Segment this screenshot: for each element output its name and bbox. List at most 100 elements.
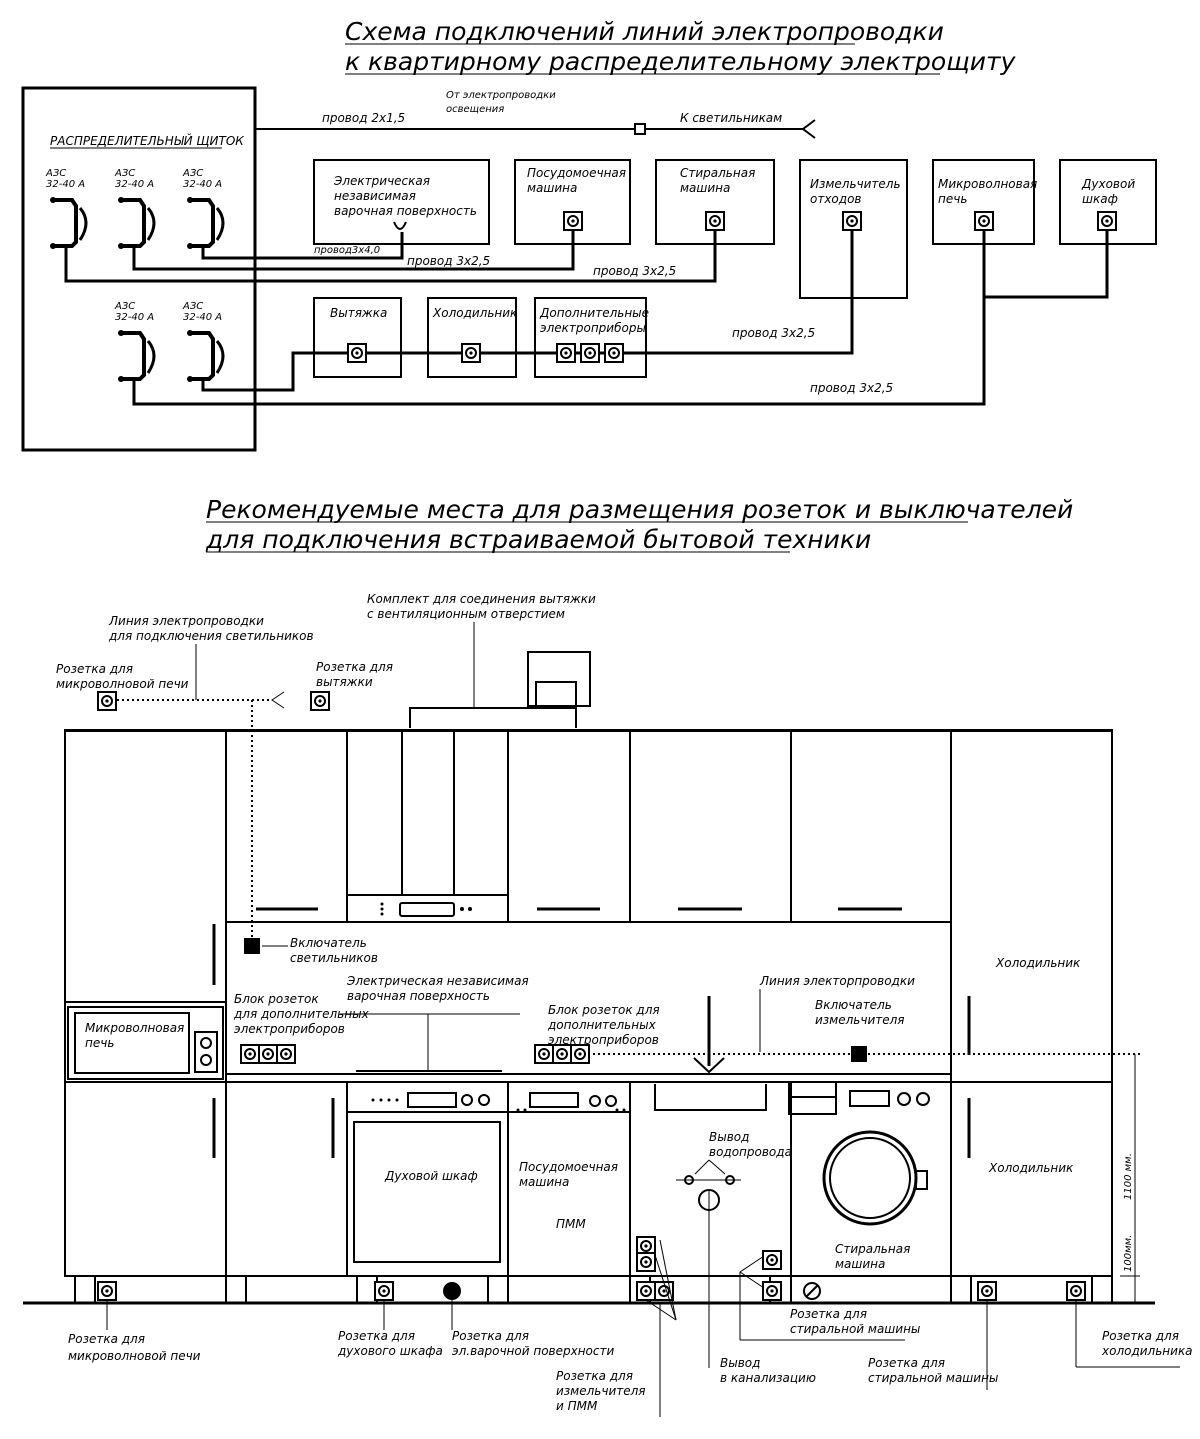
oven-socket [1097,211,1117,231]
shredder-socket [842,211,862,231]
svg-text:для дополнительных: для дополнительных [233,1007,370,1021]
svg-text:32-40 А: 32-40 А [115,179,154,190]
svg-text:микроволновой печи: микроволновой печи [56,677,189,691]
svg-text:ПММ: ПММ [556,1217,586,1231]
svg-text:Вытяжка: Вытяжка [330,306,387,320]
svg-text:стиральной машины: стиральной машины [790,1322,920,1336]
breaker-labels: АЗС 32-40 А АЗС 32-40 А АЗС 32-40 А АЗС … [45,168,222,323]
wire-3x4-label: провод3х4,0 [314,245,380,256]
svg-text:провод 3х2,5: провод 3х2,5 [732,326,815,340]
wire-2x15-label: провод 2х1,5 [322,111,405,125]
block-left-socket-3 [276,1044,296,1064]
svg-text:измельчителя: измельчителя [556,1384,646,1398]
svg-text:АЗС: АЗС [182,301,203,312]
svg-text:Линия электорпроводки: Линия электорпроводки [759,974,915,988]
svg-text:светильников: светильников [290,951,378,965]
svg-text:Блок розеток: Блок розеток [234,992,319,1006]
svg-text:Розетка для: Розетка для [68,1332,145,1346]
upper-cabinet-2 [507,729,631,923]
svg-text:Посудомоечная: Посудомоечная [527,166,626,180]
drain-outlet [803,1282,821,1300]
svg-text:отходов: отходов [810,192,862,206]
extra-socket-3 [604,343,624,363]
microwave-oven [67,1006,224,1080]
vent-duct [527,651,591,707]
svg-text:Микроволновая: Микроволновая [85,1021,184,1035]
svg-text:АЗС: АЗС [45,168,66,179]
extra-appliances-box [534,297,647,378]
block-right-socket-1 [534,1044,554,1064]
extra-socket-2 [580,343,600,363]
svg-text:32-40 А: 32-40 А [46,179,85,190]
block-right-socket-3 [570,1044,590,1064]
washer-socket-b [762,1281,782,1301]
svg-text:шкаф: шкаф [1082,192,1118,206]
svg-text:1100 мм.: 1100 мм. [1123,1153,1134,1200]
svg-text:АЗС: АЗС [182,168,203,179]
svg-text:Холодильник: Холодильник [995,956,1081,970]
svg-text:АЗС: АЗС [114,168,135,179]
hood-socket [347,343,367,363]
svg-text:Розетка для: Розетка для [316,660,393,674]
svg-text:Розетка для: Розетка для [56,662,133,676]
svg-text:микроволновой печи: микроволновой печи [68,1349,201,1363]
svg-text:Духовой шкаф: Духовой шкаф [384,1169,478,1183]
hood-top-socket [310,691,330,711]
low-socket-fridge-2 [1066,1281,1086,1301]
svg-text:Дополнительные: Дополнительные [539,306,649,320]
svg-text:электроприборы: электроприборы [540,321,646,335]
block-left-socket-2 [258,1044,278,1064]
fridge-socket [461,343,481,363]
fridge-box [427,297,517,378]
block-right-socket-2 [552,1044,572,1064]
svg-text:измельчителя: измельчителя [815,1013,905,1027]
svg-text:Комплект для соединения вытяжк: Комплект для соединения вытяжки [367,592,596,606]
washer-socket [705,211,725,231]
svg-text:Розетка для: Розетка для [790,1307,867,1321]
upper-cabinet-4 [790,729,952,923]
microwave-top-socket [97,691,117,711]
svg-text:Розетка для: Розетка для [1102,1329,1179,1343]
svg-text:Стиральная: Стиральная [835,1242,910,1256]
svg-text:Холодильник: Холодильник [432,306,518,320]
svg-text:Розетка для: Розетка для [338,1329,415,1343]
light-from-label-1: От электропроводки [446,90,556,101]
washer-socket-a [762,1250,782,1270]
svg-text:холодильника: холодильника [1101,1344,1193,1358]
svg-text:Розетка для: Розетка для [556,1369,633,1383]
svg-text:вытяжки: вытяжки [316,675,373,689]
svg-text:Включатель: Включатель [815,998,892,1012]
svg-text:печь: печь [938,192,967,206]
low-socket-oven [374,1281,394,1301]
svg-text:32-40 А: 32-40 А [183,179,222,190]
svg-text:варочная поверхность: варочная поверхность [334,204,477,218]
svg-text:Духовой: Духовой [1081,177,1135,191]
svg-text:провод 3х2,5: провод 3х2,5 [407,254,490,268]
low-socket-microwave [97,1281,117,1301]
top-title-line1: Схема подключений линий электропроводки [345,17,944,46]
fridge-cabinet [950,729,1113,1277]
to-lamps-label: К светильникам [680,111,782,125]
svg-text:100мм.: 100мм. [1123,1235,1134,1272]
svg-text:Вывод: Вывод [709,1130,749,1144]
top-title-line2: к квартирному распределительному электро… [345,47,1017,76]
upper-cabinet-1 [225,729,348,923]
svg-text:Розетка для: Розетка для [868,1356,945,1370]
svg-text:32-40 А: 32-40 А [183,312,222,323]
light-switch [244,938,260,954]
svg-text:провод 3х2,5: провод 3х2,5 [593,264,676,278]
svg-text:в канализацию: в канализацию [720,1371,816,1385]
light-from-label-2: освещения [446,104,504,115]
bottom-title-line2: для подключения встраиваемой бытовой тех… [205,525,871,554]
svg-text:Электрическая независимая: Электрическая независимая [346,974,529,988]
svg-text:Блок розеток для: Блок розеток для [548,1003,660,1017]
svg-text:Включатель: Включатель [290,936,367,950]
low-socket-1 [636,1281,656,1301]
svg-text:Электрическая: Электрическая [333,174,430,188]
svg-text:Холодильник: Холодильник [988,1161,1074,1175]
svg-text:стиральной машины: стиральной машины [868,1371,998,1385]
svg-text:эл.варочной поверхности: эл.варочной поверхности [452,1344,614,1358]
svg-text:машина: машина [527,181,577,195]
breaker-5 [185,328,225,384]
